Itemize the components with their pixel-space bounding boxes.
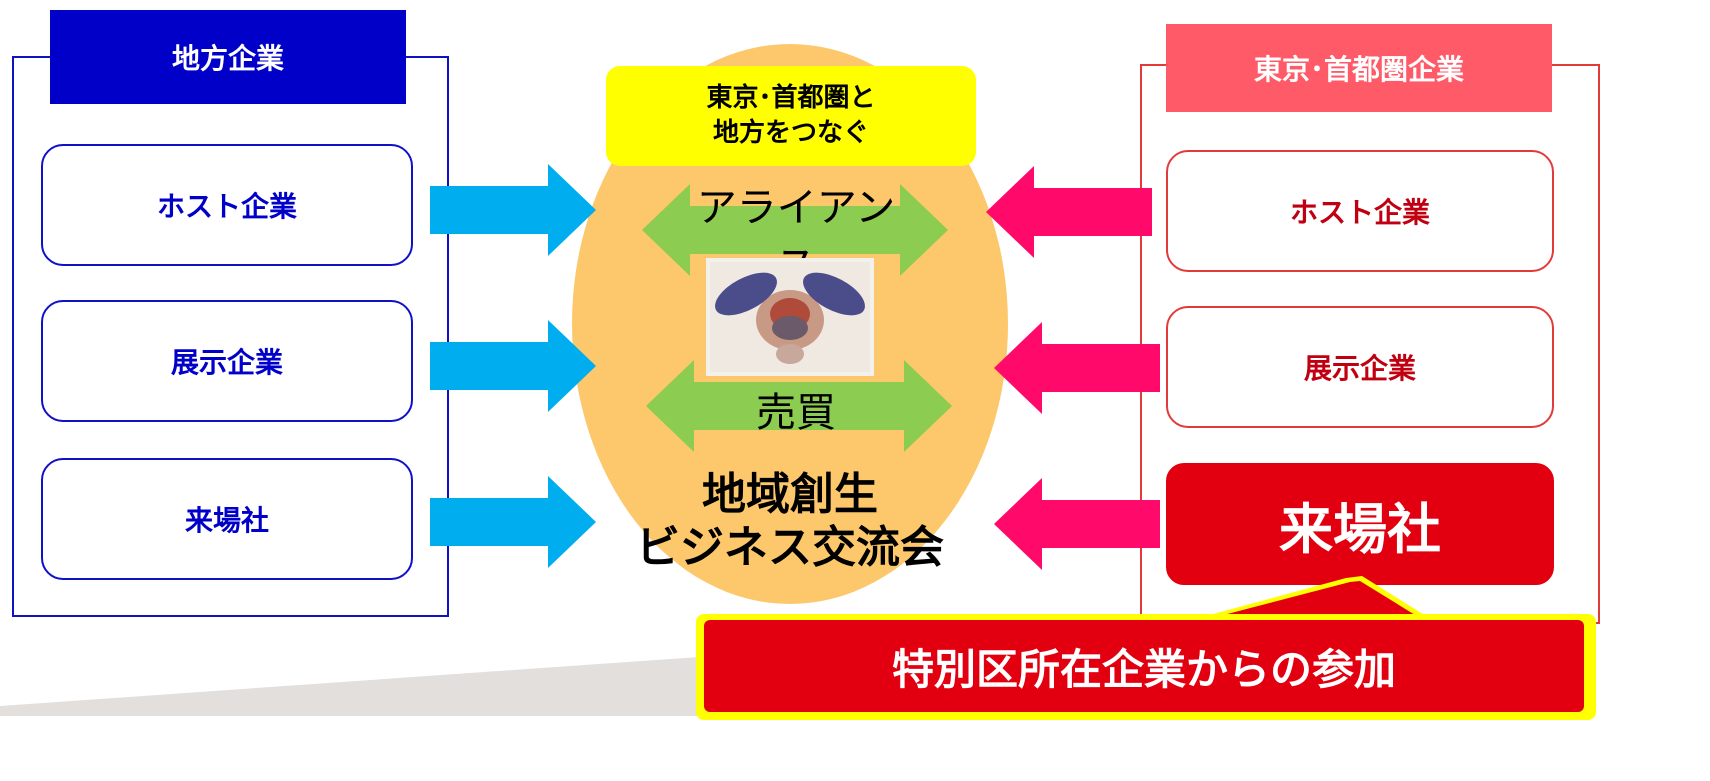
right-panel-title: 東京･首都圏企業 — [1166, 24, 1552, 112]
left-arrow-1 — [430, 164, 596, 256]
trade-double-arrow — [646, 360, 952, 452]
left-arrow-3 — [430, 476, 596, 568]
alliance-label: アライアンス — [696, 185, 896, 289]
left-arrow-2 — [430, 320, 596, 412]
right-arrow-2 — [994, 322, 1160, 414]
event-name-line-1: 地域創生 — [702, 469, 878, 521]
right-exhibitor-box: 展示企業 — [1166, 306, 1554, 428]
connect-line-2: 地方をつなぐ — [712, 118, 869, 148]
alliance-double-arrow — [642, 184, 948, 276]
left-visitor-box: 来場社 — [41, 458, 413, 580]
event-name-line-2: ビジネス交流会 — [636, 522, 944, 573]
right-arrow-3 — [994, 478, 1160, 570]
participation-banner: 特別区所在企業からの参加 — [704, 620, 1584, 712]
arrows-layer — [430, 164, 1426, 618]
trade-label: 売買 — [756, 390, 836, 436]
left-host-company-box: ホスト企業 — [41, 144, 413, 266]
right-arrow-1 — [986, 166, 1152, 258]
connect-line-1: 東京･首都圏と — [706, 82, 876, 113]
connect-badge: 東京･首都圏と 地方をつなぐ — [606, 66, 976, 166]
handshake-image — [706, 258, 874, 376]
right-host-company-box: ホスト企業 — [1166, 150, 1554, 272]
right-visitor-box: 来場社 — [1166, 463, 1554, 585]
left-exhibitor-box: 展示企業 — [41, 300, 413, 422]
left-panel-title: 地方企業 — [50, 10, 406, 104]
event-name: 地域創生 ビジネス交流会 — [600, 462, 980, 582]
